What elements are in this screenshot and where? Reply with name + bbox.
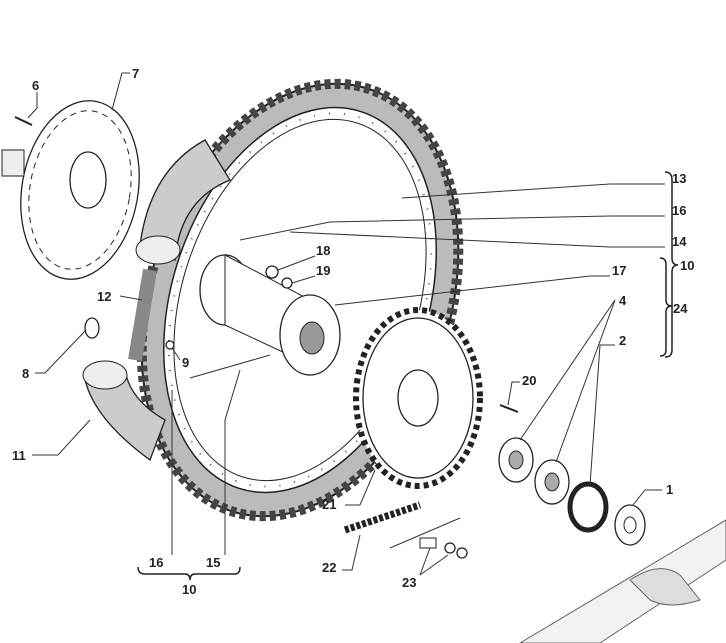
oil-seal	[567, 481, 609, 533]
label-19: 19	[316, 263, 330, 278]
swingarm	[519, 519, 726, 643]
label-13: 13	[672, 171, 686, 186]
sprocket-bolt	[499, 404, 519, 413]
label-14: 14	[672, 234, 687, 249]
hub	[199, 254, 341, 376]
label-1: 1	[666, 482, 673, 497]
label-20: 20	[522, 373, 536, 388]
sprocket	[353, 307, 483, 489]
chain-link	[389, 517, 468, 559]
label-17: 17	[612, 263, 626, 278]
valve	[84, 317, 100, 339]
washer	[281, 277, 293, 289]
label-2: 2	[619, 333, 626, 348]
spoke	[239, 221, 331, 241]
spoke	[189, 354, 271, 379]
label-8: 8	[22, 366, 29, 381]
chain	[343, 501, 422, 534]
label-7: 7	[132, 66, 139, 81]
label-10-bottom: 10	[182, 582, 196, 597]
label-11: 11	[12, 448, 26, 463]
bracket-24	[659, 257, 673, 357]
label-9: 9	[182, 355, 189, 370]
label-15: 15	[206, 555, 220, 570]
leader-lines	[27, 72, 665, 576]
label-12: 12	[97, 289, 111, 304]
spacer	[1, 149, 25, 177]
label-6: 6	[32, 78, 39, 93]
valve-nut	[165, 340, 175, 350]
label-16: 16	[672, 203, 686, 218]
bracket-10	[664, 171, 679, 358]
label-21: 21	[322, 497, 336, 512]
brake-disc	[1, 100, 140, 280]
label-4: 4	[619, 293, 627, 308]
label-24: 24	[673, 301, 688, 316]
inner-tube	[82, 139, 231, 462]
label-18: 18	[316, 243, 330, 258]
nut	[265, 265, 279, 279]
label-10: 10	[680, 258, 694, 273]
bracket-10-bottom	[137, 566, 241, 581]
rim-tape	[128, 268, 157, 362]
label-16-bottom: 16	[149, 555, 163, 570]
label-22: 22	[322, 560, 336, 575]
label-23: 23	[402, 575, 416, 590]
disc-bolt	[14, 116, 33, 126]
